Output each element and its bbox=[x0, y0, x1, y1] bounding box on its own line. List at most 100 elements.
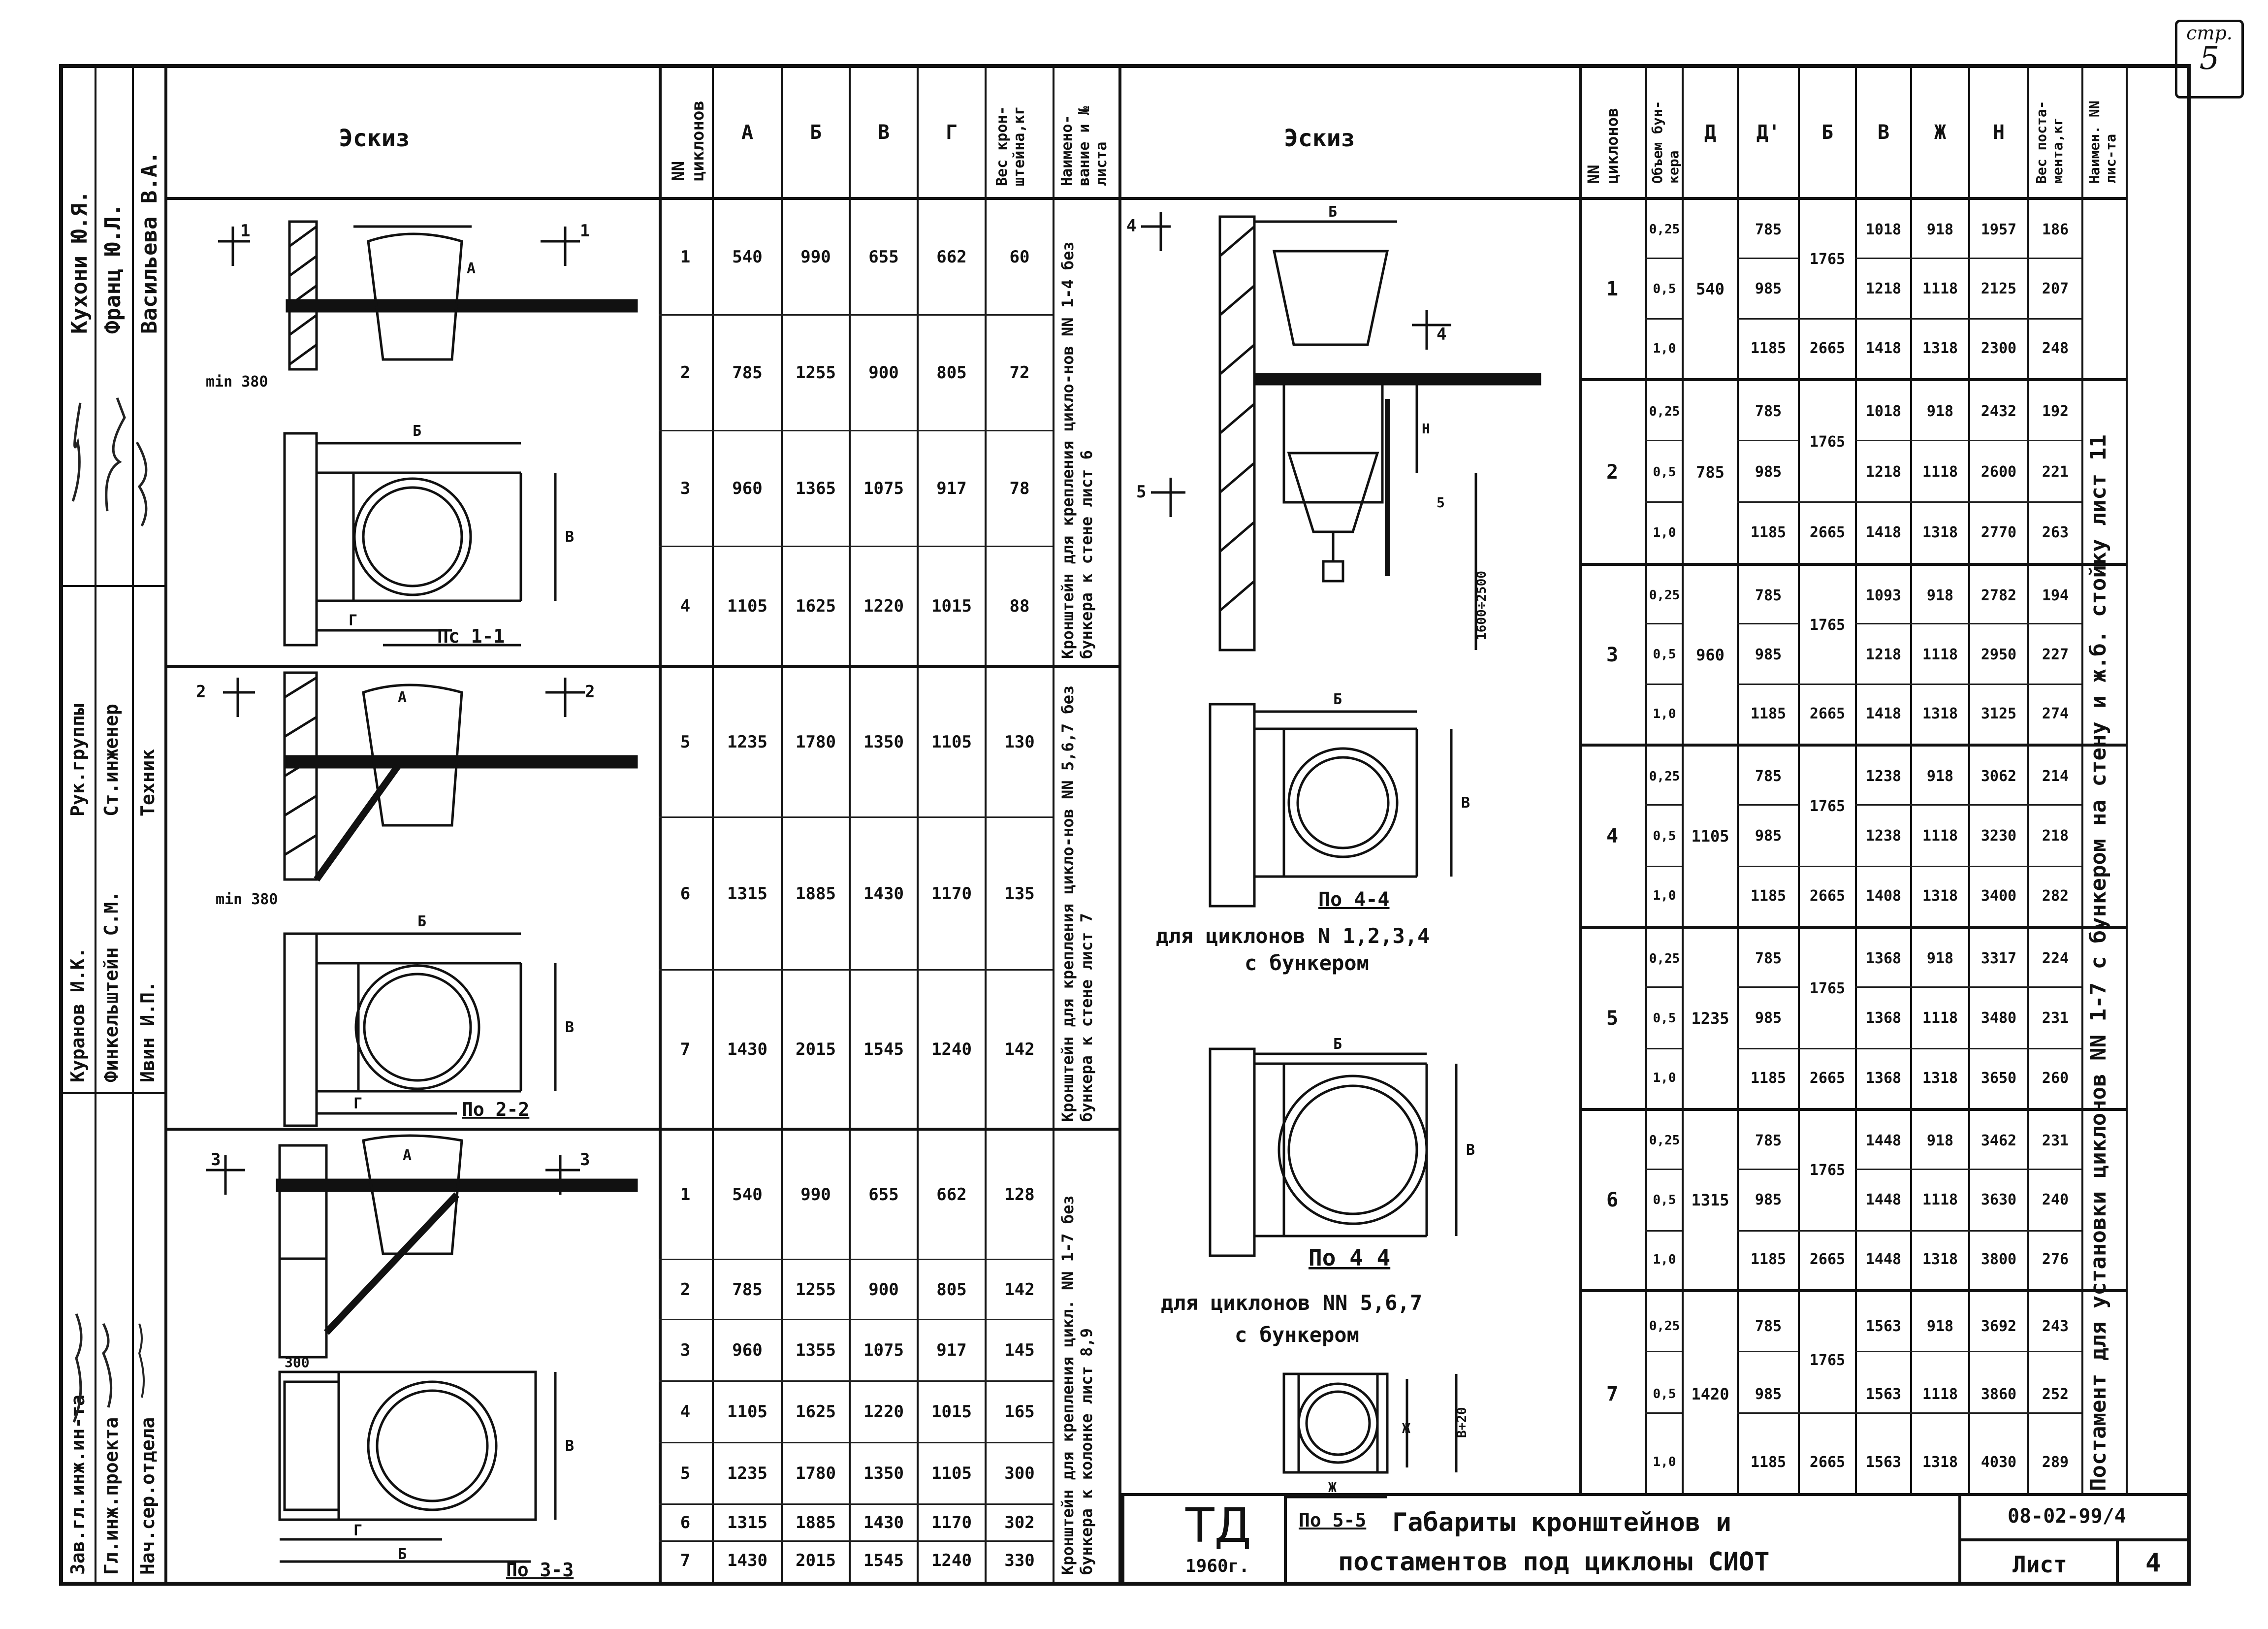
cell-v: 1368 bbox=[1865, 1010, 1902, 1027]
cell-weight: 128 bbox=[1004, 1185, 1035, 1205]
cell-v: 1218 bbox=[1865, 280, 1902, 298]
svg-text:2: 2 bbox=[196, 682, 206, 702]
cell-v: 1545 bbox=[863, 1039, 904, 1059]
bracket-name-2: Кронштейн для крепления цикло-нов NN 5,6… bbox=[1058, 685, 1096, 1122]
cell-b: 1255 bbox=[796, 1279, 836, 1300]
cell-b-top: 1765 bbox=[1809, 979, 1846, 997]
cell-h: 3860 bbox=[1981, 1385, 2017, 1403]
svg-text:Б: Б bbox=[413, 423, 421, 440]
cell-g: 1015 bbox=[931, 596, 972, 616]
title-line-1: Габариты кронштейнов и bbox=[1392, 1508, 1731, 1537]
cell-weight: 165 bbox=[1004, 1402, 1035, 1422]
cell-volume: 0,25 bbox=[1649, 1319, 1680, 1334]
row-num: 4 bbox=[680, 1402, 691, 1422]
cell-weight: 142 bbox=[1004, 1279, 1035, 1300]
svg-text:min 380: min 380 bbox=[216, 891, 278, 908]
signature-block: Зав.гл.инж.ин-та Гл.инж.проекта Нач.сер.… bbox=[63, 68, 167, 1582]
cell-weight: 248 bbox=[2042, 340, 2069, 358]
row-num: 4 bbox=[1606, 825, 1619, 847]
cell-b-top: 1765 bbox=[1809, 1162, 1846, 1179]
svg-text:3: 3 bbox=[580, 1150, 590, 1170]
cell-zh: 1318 bbox=[1922, 340, 1958, 358]
cell-b: 2015 bbox=[796, 1039, 836, 1059]
cell-weight: 72 bbox=[1009, 363, 1030, 383]
cell-volume: 1,0 bbox=[1653, 1455, 1676, 1469]
cell-g: 1105 bbox=[931, 1464, 972, 1483]
page-label: стр. bbox=[2186, 22, 2233, 44]
cell-v: 1448 bbox=[1865, 1191, 1902, 1209]
cell-b: 990 bbox=[800, 247, 831, 267]
cell-a: 1235 bbox=[727, 1464, 767, 1483]
handwritten-signatures bbox=[71, 397, 148, 1423]
cell-weight: 207 bbox=[2042, 280, 2069, 298]
cell-d1: 785 bbox=[1755, 586, 1782, 604]
header-g: Г bbox=[945, 121, 958, 144]
cell-a: 540 bbox=[732, 1185, 763, 1205]
cell-d1: 785 bbox=[1755, 1317, 1782, 1335]
cell-d: 1420 bbox=[1691, 1385, 1729, 1403]
header-num-right: NN циклонов bbox=[1584, 107, 1622, 184]
cell-weight: 274 bbox=[2042, 705, 2069, 723]
row-num: 7 bbox=[1606, 1383, 1619, 1405]
bracket-sketch-3: А 3 3 300 В Г Б По 3-3 bbox=[206, 1134, 638, 1581]
row-num: 2 bbox=[680, 363, 691, 383]
cell-g: 805 bbox=[936, 1279, 967, 1300]
svg-text:3: 3 bbox=[211, 1150, 221, 1170]
cell-weight: 263 bbox=[2042, 524, 2069, 541]
cell-d1: 785 bbox=[1755, 768, 1782, 785]
header-v: В bbox=[877, 121, 890, 144]
drawing-frame bbox=[59, 64, 2191, 1586]
cell-weight: 330 bbox=[1004, 1550, 1035, 1570]
svg-text:Г: Г bbox=[353, 1095, 362, 1112]
cell-zh: 1118 bbox=[1922, 1385, 1958, 1403]
cell-h: 2432 bbox=[1981, 403, 2017, 420]
cell-d1: 985 bbox=[1755, 1385, 1782, 1403]
cell-v: 655 bbox=[868, 1185, 899, 1205]
cell-d1: 1185 bbox=[1750, 887, 1787, 905]
cell-h: 3630 bbox=[1981, 1191, 2017, 1209]
cell-v: 1218 bbox=[1865, 463, 1902, 481]
cell-v: 1408 bbox=[1865, 887, 1902, 905]
svg-text:5: 5 bbox=[1437, 494, 1445, 511]
cell-v: 1368 bbox=[1865, 950, 1902, 968]
cell-volume: 1,0 bbox=[1653, 341, 1676, 356]
cell-b: 1885 bbox=[796, 883, 836, 904]
cell-v: 900 bbox=[868, 363, 899, 383]
cell-volume: 1,0 bbox=[1653, 888, 1676, 904]
cell-d1: 1185 bbox=[1750, 1251, 1787, 1269]
cell-v: 1350 bbox=[863, 1464, 904, 1483]
cell-b: 1780 bbox=[796, 732, 836, 752]
svg-text:1: 1 bbox=[580, 221, 590, 241]
svg-text:Ж: Ж bbox=[1328, 1479, 1337, 1496]
cell-a: 1235 bbox=[727, 732, 767, 752]
svg-text:Б: Б bbox=[1333, 1036, 1342, 1053]
cell-volume: 0,5 bbox=[1653, 464, 1676, 480]
right-table: Эскиз NN циклонов Объем бун-кера Д Д' Б … bbox=[1121, 68, 2187, 1531]
cell-weight: 243 bbox=[2042, 1317, 2069, 1335]
cell-weight: 194 bbox=[2042, 586, 2069, 604]
cell-volume: 0,25 bbox=[1649, 222, 1680, 237]
cell-g: 662 bbox=[936, 1185, 967, 1205]
cell-b-top: 1765 bbox=[1809, 433, 1846, 451]
cell-h: 3480 bbox=[1981, 1010, 2017, 1027]
bracket-sketch-2: А 2 2 min 380 Б В Г По 2-2 bbox=[196, 671, 638, 1127]
cell-v: 1093 bbox=[1865, 586, 1902, 604]
header-d1: Д' bbox=[1756, 121, 1781, 144]
cell-v: 1418 bbox=[1865, 340, 1902, 358]
header-b-right: Б bbox=[1821, 121, 1834, 144]
cell-a: 1430 bbox=[727, 1550, 767, 1570]
svg-text:2: 2 bbox=[585, 682, 595, 702]
cell-zh: 1318 bbox=[1922, 887, 1958, 905]
cell-h: 2125 bbox=[1981, 280, 2017, 298]
header-volume: Объем бун-кера bbox=[1649, 100, 1682, 184]
cell-weight: 300 bbox=[1004, 1464, 1035, 1483]
svg-text:По 4 4: По 4 4 bbox=[1309, 1244, 1390, 1271]
cell-weight: 88 bbox=[1009, 596, 1030, 616]
cell-zh: 1318 bbox=[1922, 1453, 1958, 1471]
cell-g: 917 bbox=[936, 479, 967, 498]
cell-d1: 785 bbox=[1755, 1132, 1782, 1149]
cell-v: 1220 bbox=[863, 1402, 904, 1422]
header-name: Наимено-вание и № листа bbox=[1058, 106, 1110, 186]
cell-weight: 60 bbox=[1009, 247, 1030, 267]
cell-v: 1418 bbox=[1865, 705, 1902, 723]
